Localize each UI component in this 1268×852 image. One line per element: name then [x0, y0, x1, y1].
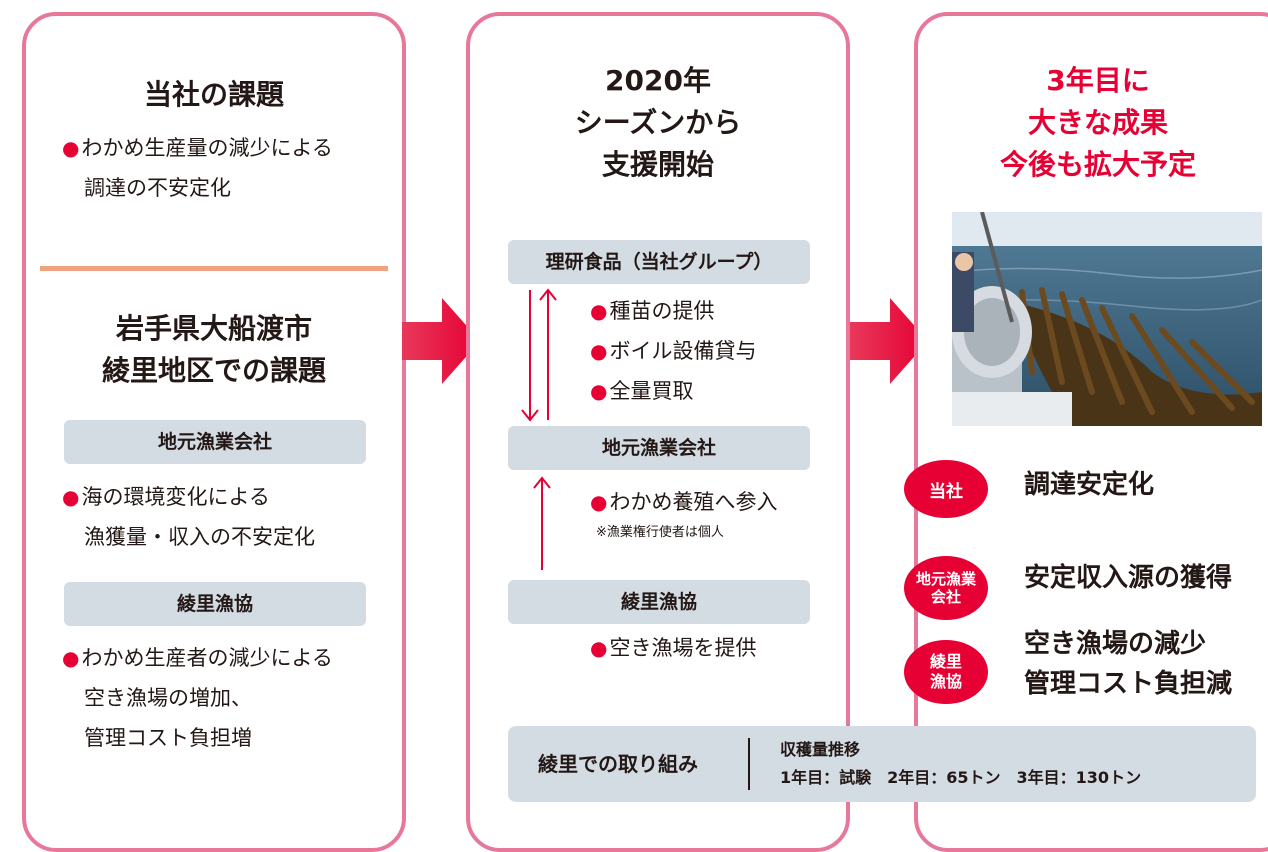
- badge-fishery-company: 地元漁業 会社: [904, 556, 988, 620]
- coop-label: 綾里漁協: [64, 582, 366, 626]
- bullet-dot-icon: ●: [62, 485, 80, 509]
- fishery-note: ※漁業権行使者は個人: [596, 525, 724, 540]
- group-items: ●種苗の提供 ●ボイル設備貸与 ●全量買取: [590, 291, 756, 411]
- coop-bullet: ●わかめ生産者の減少による 空き漁場の増加、 管理コスト負担増: [62, 646, 333, 750]
- middle-panel: 2020年 シーズンから 支援開始 理研食品（当社グループ） ●種苗の提供 ●ボ…: [466, 12, 850, 852]
- benefit-coop: 空き漁場の減少 管理コスト負担減: [1024, 629, 1233, 699]
- fishery-company-label: 地元漁業会社: [508, 426, 810, 470]
- bullet-dot-icon: ●: [62, 136, 80, 160]
- right-panel: 3年目に 大きな成果 今後も拡大予定 当社 調達: [904, 12, 1268, 852]
- support-start-title: 2020年 シーズンから 支援開始: [574, 64, 742, 181]
- group-label: 理研食品（当社グループ）: [508, 240, 810, 284]
- bullet-dot-icon: ●: [62, 646, 80, 670]
- coop-item: ●空き漁場を提供: [590, 636, 757, 660]
- coop-label: 綾里漁協: [508, 580, 810, 624]
- exchange-arrows-icon: [521, 288, 557, 422]
- up-arrow-icon: [533, 476, 551, 570]
- initiative-label: 綾里での取り組み: [538, 752, 698, 776]
- left-panel: 当社の課題 ●わかめ生産量の減少による 調達の不安定化 岩手県大船渡市 綾里地区…: [22, 12, 406, 852]
- fishery-company-bullet: ●海の環境変化による 漁獲量・収入の不安定化: [62, 485, 315, 549]
- list-item: ●全量買取: [590, 379, 694, 403]
- region-issues-title: 岩手県大船渡市 綾里地区での課題: [101, 312, 326, 387]
- flow-arrow-icon: [402, 298, 480, 384]
- results-title: 3年目に 大きな成果 今後も拡大予定: [999, 64, 1196, 181]
- harvest-info: 収穫量推移 1年目：試験 2年目：65トン 3年目：130トン: [780, 740, 1142, 787]
- badge-company: 当社: [904, 460, 988, 518]
- bar-divider: [748, 738, 750, 790]
- list-item: ●種苗の提供: [590, 299, 715, 323]
- company-issues-bullet: ●わかめ生産量の減少による 調達の不安定化: [62, 136, 333, 200]
- company-issues-title: 当社の課題: [143, 78, 284, 111]
- fishery-company-label: 地元漁業会社: [64, 420, 366, 464]
- flow-arrow-icon: [850, 298, 928, 384]
- wakame-harvest-photo: [952, 212, 1262, 426]
- badge-coop: 綾里 漁協: [904, 640, 988, 704]
- list-item: ●ボイル設備貸与: [590, 339, 757, 363]
- benefit-fishery-company: 安定収入源の獲得: [1024, 563, 1233, 593]
- benefit-company: 調達安定化: [1024, 470, 1155, 500]
- section-divider: [40, 266, 388, 271]
- harvest-summary-bar: 綾里での取り組み 収穫量推移 1年目：試験 2年目：65トン 3年目：130トン: [508, 726, 1256, 802]
- fishery-item: ●わかめ養殖へ参入: [590, 490, 778, 514]
